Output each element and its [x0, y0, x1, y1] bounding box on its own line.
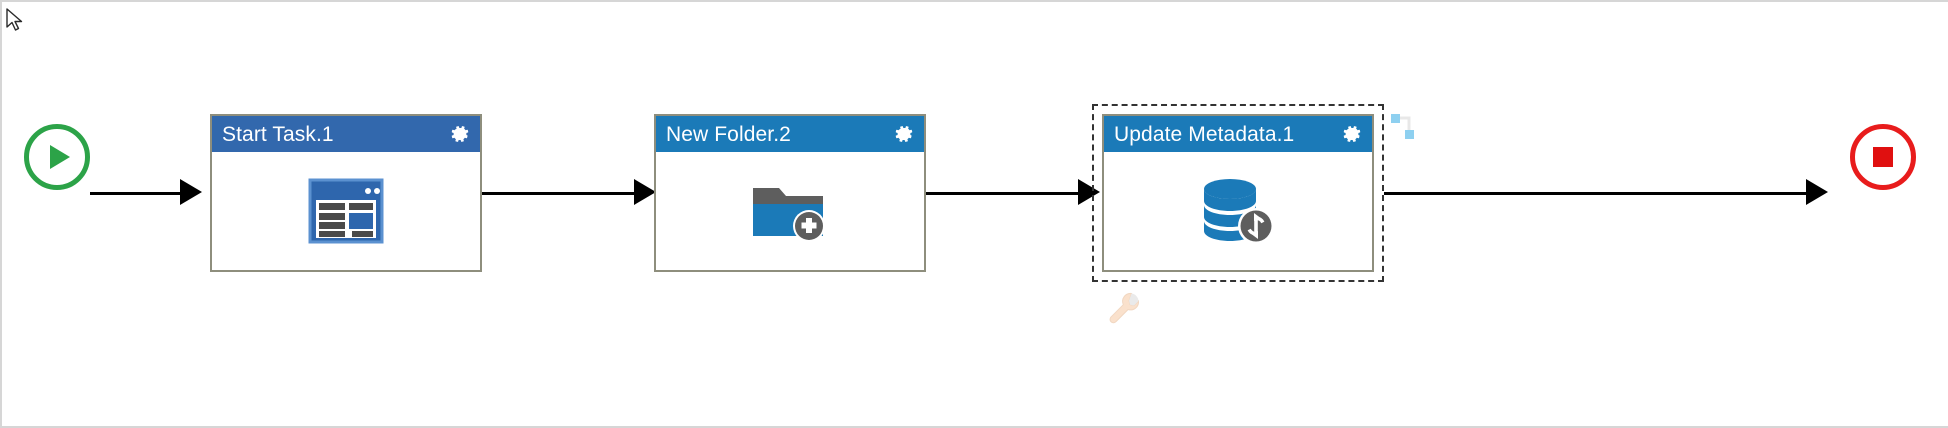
play-icon — [50, 145, 70, 169]
connector-folder-to-metadata[interactable] — [926, 192, 1084, 195]
node-start-task-1[interactable]: Start Task.1 — [210, 114, 482, 272]
connector-task-to-folder[interactable] — [482, 192, 640, 195]
arrowhead-start-to-task — [180, 179, 202, 205]
node-header-update-metadata-1[interactable]: Update Metadata.1 — [1104, 116, 1372, 152]
node-body-start-task-1 — [212, 152, 480, 270]
gear-icon[interactable] — [1341, 123, 1363, 145]
connector-start-to-task[interactable] — [90, 192, 180, 195]
gear-icon[interactable] — [449, 123, 471, 145]
node-body-new-folder-2 — [656, 152, 924, 270]
gear-icon[interactable] — [893, 123, 915, 145]
node-title-start-task-1: Start Task.1 — [222, 122, 334, 146]
arrowhead-task-to-folder — [634, 179, 656, 205]
form-window-icon — [308, 178, 384, 244]
connector-metadata-to-end[interactable] — [1384, 192, 1812, 195]
node-header-new-folder-2[interactable]: New Folder.2 — [656, 116, 924, 152]
start-node[interactable] — [24, 124, 90, 190]
arrowhead-metadata-to-end — [1806, 179, 1828, 205]
stop-icon — [1873, 147, 1893, 167]
wrench-icon[interactable] — [1106, 290, 1142, 326]
node-title-new-folder-2: New Folder.2 — [666, 122, 791, 146]
mouse-cursor-icon — [6, 8, 23, 31]
arrowhead-folder-to-metadata — [1078, 179, 1100, 205]
node-title-update-metadata-1: Update Metadata.1 — [1114, 122, 1295, 146]
node-update-metadata-1[interactable]: Update Metadata.1 — [1102, 114, 1374, 272]
folder-add-icon — [753, 188, 825, 242]
end-node[interactable] — [1850, 124, 1916, 190]
link-connector-handle-icon[interactable] — [1387, 110, 1421, 144]
node-new-folder-2[interactable]: New Folder.2 — [654, 114, 926, 272]
database-refresh-icon — [1204, 179, 1274, 244]
node-header-start-task-1[interactable]: Start Task.1 — [212, 116, 480, 152]
node-body-update-metadata-1 — [1104, 152, 1372, 270]
